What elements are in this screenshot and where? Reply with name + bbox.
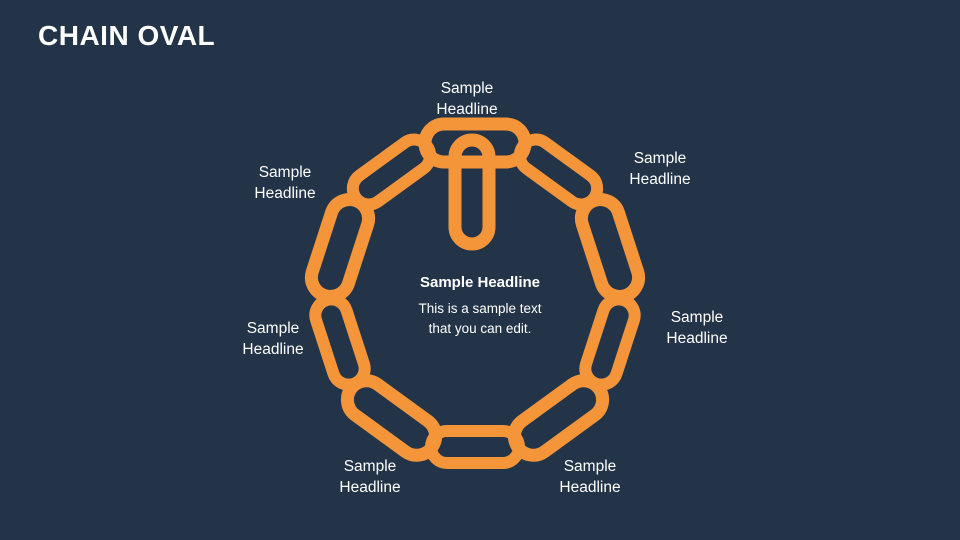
chain-link (309, 293, 371, 391)
label-line: Headline (629, 171, 691, 188)
label-line: Headline (242, 341, 304, 358)
label-top-right: Sample Headline (629, 148, 690, 190)
chain-link (346, 133, 437, 211)
label-line: Sample (343, 458, 397, 475)
label-line: Headline (436, 101, 498, 118)
label-bottom-left: Sample Headline (339, 456, 400, 498)
label-bottom-right: Sample Headline (559, 456, 620, 498)
label-left: Sample Headline (242, 318, 303, 360)
label-line: Sample (440, 80, 494, 97)
slide-title: CHAIN OVAL (38, 20, 216, 51)
label-top-left: Sample Headline (254, 162, 315, 204)
label-right: Sample Headline (666, 307, 727, 349)
chain-hanging-link (448, 133, 496, 251)
label-line: Headline (254, 185, 316, 202)
center-text-block: Sample Headline This is a sample text th… (365, 274, 595, 339)
label-line: Headline (666, 330, 728, 347)
center-body-line: that you can edit. (428, 321, 532, 336)
label-line: Headline (559, 479, 621, 496)
label-line: Sample (670, 309, 724, 326)
label-line: Sample (246, 320, 300, 337)
center-body-line: This is a sample text (418, 301, 542, 316)
label-top: Sample Headline (436, 78, 497, 120)
label-line: Sample (633, 150, 687, 167)
label-line: Headline (339, 479, 401, 496)
label-line: Sample (563, 458, 617, 475)
chain-link (304, 193, 376, 303)
chain-link (425, 425, 525, 469)
center-headline: Sample Headline (419, 274, 541, 291)
label-line: Sample (258, 164, 312, 181)
